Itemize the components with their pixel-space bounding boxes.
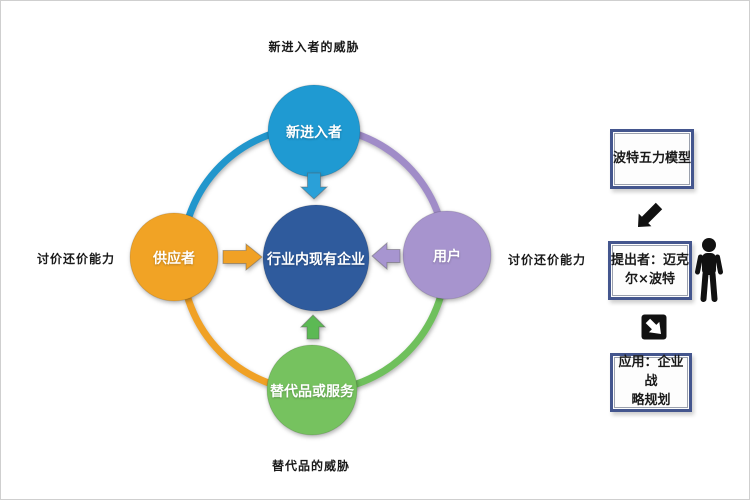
application-text-line2: 略规划 (631, 392, 671, 408)
application-box: 应用：企业战 略规划 (610, 353, 692, 412)
arrow-left-icon (371, 241, 401, 271)
model-title-text: 波特五力模型 (613, 150, 692, 166)
arrow-down-icon (299, 172, 329, 200)
proposer-text-line2: 尔×波特 (625, 271, 675, 287)
application-text-line1: 应用：企业战 (618, 355, 684, 390)
node-suppliers-circle (129, 212, 219, 302)
node-substitutes-circle (266, 344, 358, 436)
arrow-up-icon (299, 314, 327, 340)
arrow-down-left-shape (638, 202, 663, 227)
arrow-right-icon (222, 242, 263, 272)
node-new-entrants-circle (267, 84, 361, 178)
arrow-down-right-icon (641, 314, 667, 340)
person-shape (695, 238, 723, 302)
label-buyer-bargaining-power: 讨价还价能力 (507, 253, 586, 267)
person-icon (695, 238, 723, 302)
proposer-box: 提出者：迈克 尔×波特 (608, 241, 692, 300)
node-incumbents-circle (262, 204, 370, 312)
label-threat-of-new-entrants: 新进入者的威胁 (268, 40, 360, 54)
label-supplier-bargaining-power: 讨价还价能力 (36, 252, 115, 266)
node-buyers-circle (402, 210, 492, 300)
model-title-box: 波特五力模型 (610, 129, 694, 189)
label-threat-of-substitutes: 替代品的威胁 (271, 459, 350, 473)
proposer-text-line1: 提出者：迈克 (611, 252, 690, 268)
arrow-down-left-icon (638, 202, 663, 227)
arrow-down-right-shape (645, 318, 661, 334)
